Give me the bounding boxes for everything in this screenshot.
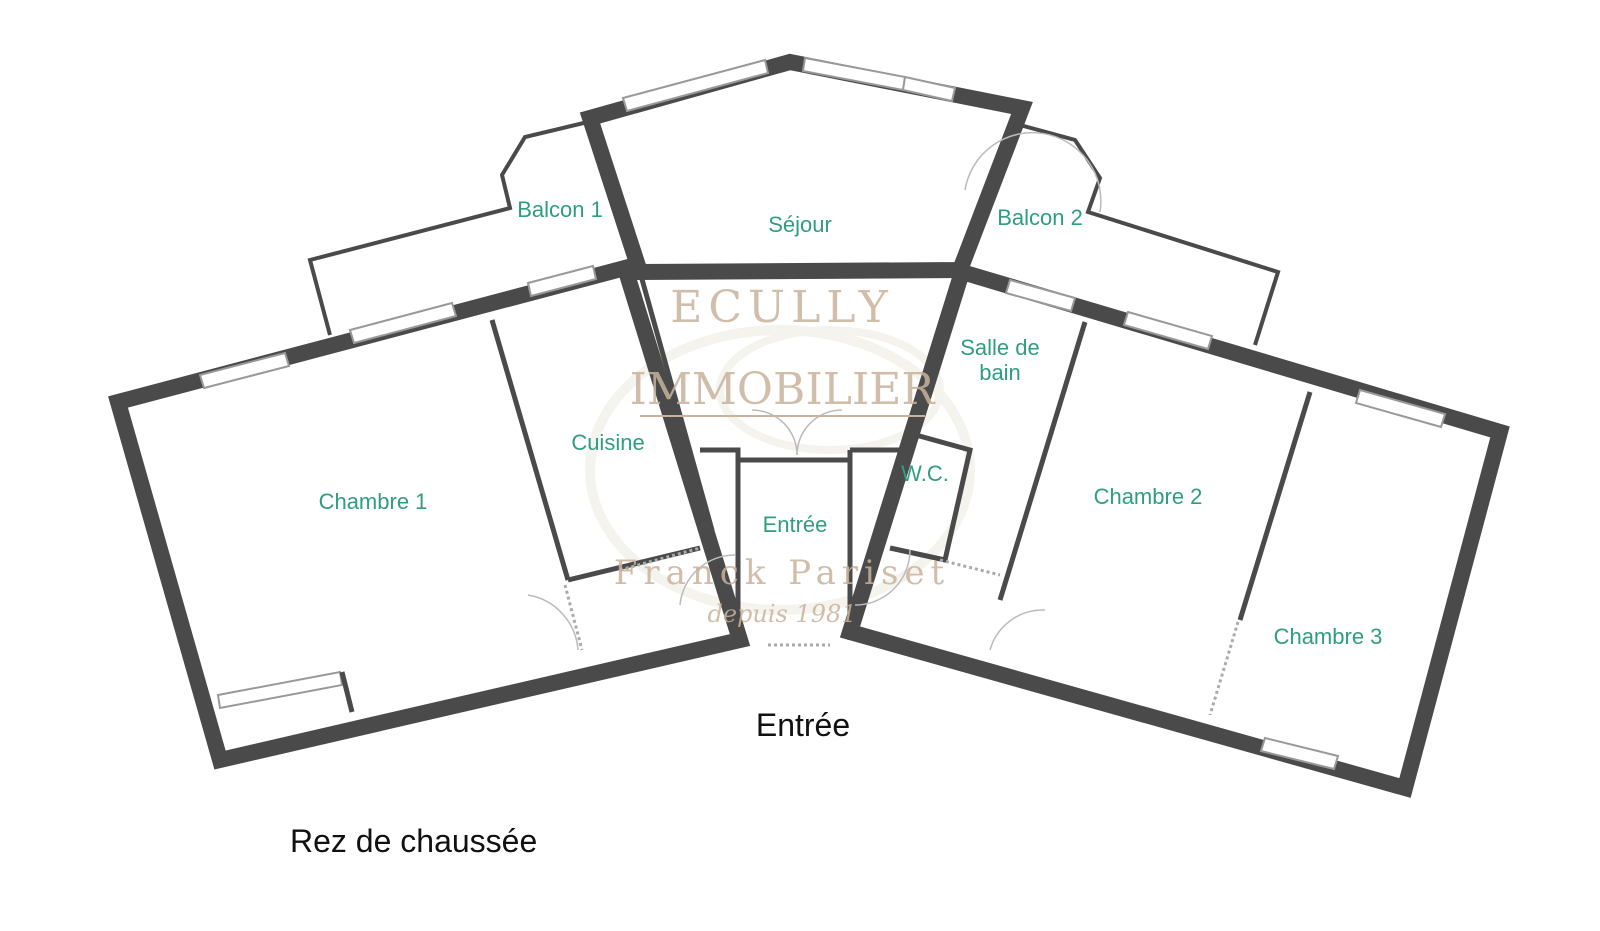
door-swings	[527, 131, 1102, 651]
watermark-line-3: Franck Pariset	[614, 553, 950, 593]
room-label-sejour: Séjour	[768, 212, 832, 237]
balcon-2-outline	[1019, 123, 1281, 346]
watermark-line-4: depuis 1981	[707, 600, 856, 628]
windows	[198, 56, 1447, 771]
room-label-chambre-2: Chambre 2	[1094, 484, 1203, 509]
room-label-cuisine: Cuisine	[571, 430, 644, 455]
room-label-salle-de-bain-2: bain	[979, 360, 1021, 385]
room-label-chambre-1: Chambre 1	[319, 489, 428, 514]
room-label-salle-de-bain: Salle de	[960, 335, 1040, 360]
watermark: ECULLY IMMOBILIER Franck Pariset depuis …	[614, 282, 950, 628]
balcon-1-outline	[307, 120, 589, 336]
wall-right-wing	[839, 262, 1510, 798]
wall-left-wing	[108, 258, 751, 770]
room-label-wc: W.C.	[901, 461, 949, 486]
room-label-chambre-3: Chambre 3	[1274, 624, 1383, 649]
room-label-balcon-1: Balcon 1	[517, 197, 603, 222]
watermark-line-2: IMMOBILIER	[629, 364, 936, 415]
watermark-line-1: ECULLY	[670, 282, 894, 333]
room-label-balcon-2: Balcon 2	[997, 205, 1083, 230]
floor-label: Rez de chaussée	[290, 823, 537, 859]
room-label-entree: Entrée	[763, 512, 828, 537]
entrance-label: Entrée	[756, 707, 850, 743]
interior-walls	[339, 271, 1313, 716]
watermark-logo	[585, 325, 975, 615]
